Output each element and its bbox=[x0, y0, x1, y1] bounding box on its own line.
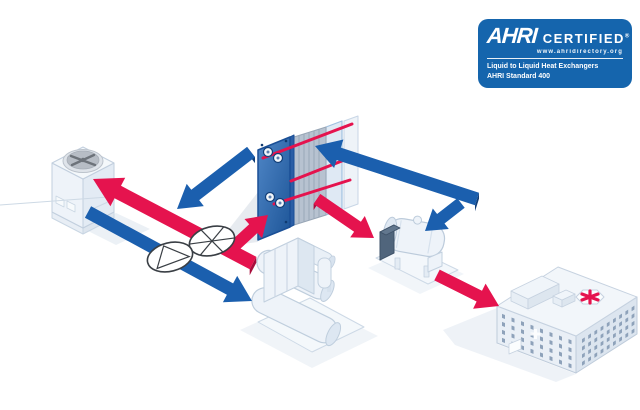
ahri-certified-badge: AHRI CERTIFIED® www.ahridirectory.org Li… bbox=[478, 19, 632, 88]
entrance-canopy bbox=[508, 338, 522, 355]
arrow-cold-building-to-hx bbox=[315, 139, 479, 206]
hospital-building bbox=[496, 266, 638, 374]
arrow-hot-hx-to-chiller2 bbox=[313, 194, 374, 238]
badge-program-line1: Liquid to Liquid Heat Exchangers bbox=[487, 63, 599, 70]
registered-mark: ® bbox=[624, 33, 630, 40]
arrow-cold-out-of-hx-left bbox=[177, 146, 255, 209]
wall-cross-icon bbox=[530, 329, 541, 339]
tower-fan-icon bbox=[62, 149, 104, 173]
medical-star-icon bbox=[575, 289, 605, 305]
ahri-directory-url: www.ahridirectory.org bbox=[536, 49, 623, 55]
certified-label: CERTIFIED® bbox=[542, 31, 630, 46]
flow-arrows bbox=[84, 139, 499, 309]
ahri-logo: AHRI bbox=[486, 23, 538, 48]
condenser-water-pump-icon bbox=[186, 222, 238, 261]
pumps bbox=[144, 222, 238, 277]
badge-program-line2: AHRI Standard 400 bbox=[487, 72, 551, 80]
arrow-hot-into-hx-left bbox=[224, 215, 268, 256]
chiller bbox=[251, 237, 365, 353]
badge-divider bbox=[487, 58, 623, 59]
chilled-water-pump-icon bbox=[144, 238, 196, 277]
arrow-cold-building-to-hx-fold bbox=[475, 192, 479, 212]
arrow-hot-to-cooling-tower-fold bbox=[249, 256, 257, 276]
arrow-hot-chiller2-to-building bbox=[434, 269, 499, 309]
arrow-cold-into-chiller2 bbox=[425, 198, 465, 231]
